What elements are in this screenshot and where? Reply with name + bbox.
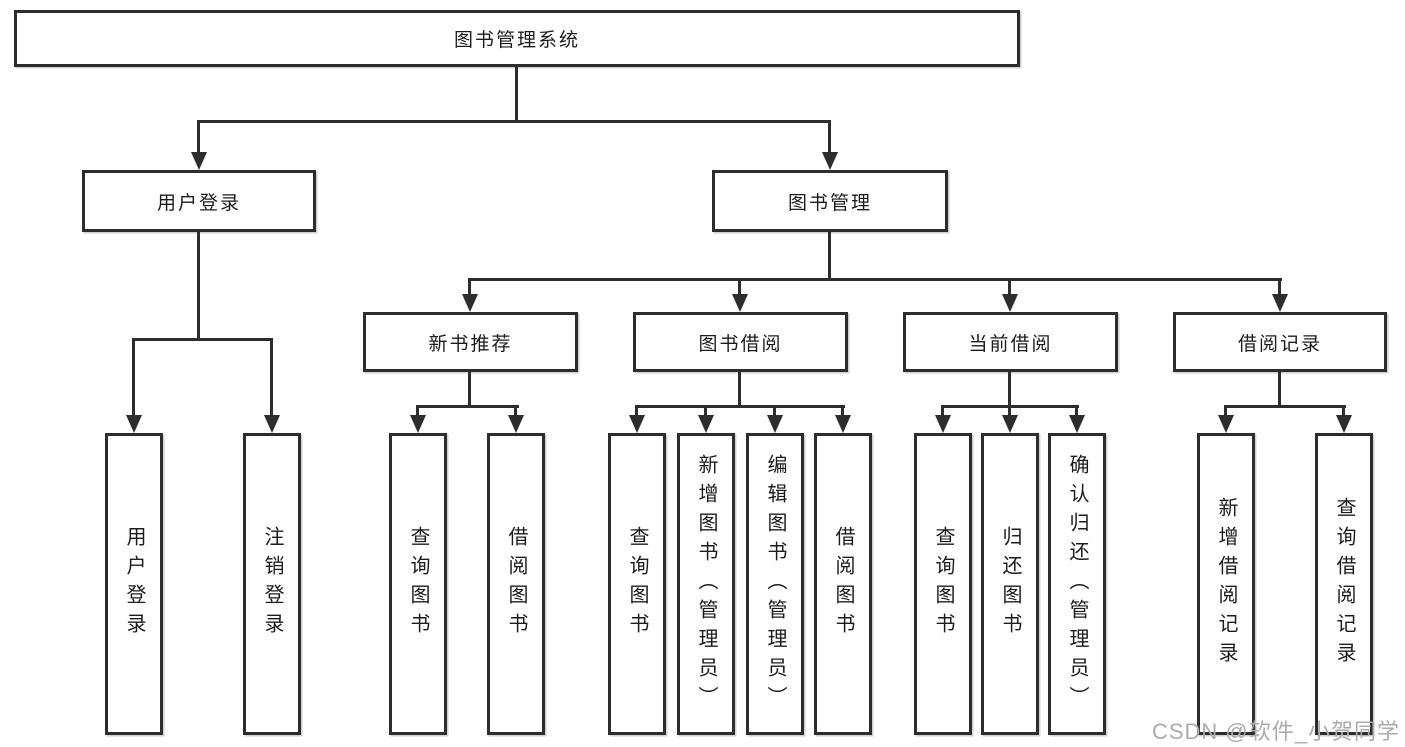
node-edit-book-admin: 编辑图书（管理员） (746, 433, 804, 735)
node-label: 借阅图书 (832, 526, 854, 642)
connector-line (468, 278, 471, 294)
connector-line (197, 232, 200, 338)
node-query-books-borrow: 查询图书 (608, 433, 666, 735)
arrow-down-icon (1002, 415, 1018, 433)
node-label: 查询图书 (932, 526, 954, 642)
connector-line (941, 405, 944, 417)
connector-line (841, 405, 844, 417)
connector-line (1008, 405, 1011, 417)
connector-line (416, 405, 519, 408)
node-library-management-system: 图书管理系统 (14, 10, 1020, 67)
node-label: 图书借阅 (698, 333, 783, 355)
node-user-login-leaf: 用户登录 (105, 433, 163, 735)
node-label: 查询图书 (407, 526, 429, 642)
node-label: 当前借阅 (968, 333, 1053, 355)
connector-line (1224, 405, 1227, 417)
node-book-management: 图书管理 (712, 170, 948, 232)
node-label: 注销登录 (261, 526, 283, 642)
arrow-down-icon (191, 152, 207, 170)
connector-line (270, 338, 273, 417)
connector-line (197, 120, 831, 123)
node-return-books: 归还图书 (981, 433, 1039, 735)
node-label: 查询借阅记录 (1333, 497, 1355, 671)
connector-line (514, 405, 517, 417)
node-borrow-books-recommend: 借阅图书 (487, 433, 545, 735)
arrow-down-icon (822, 152, 838, 170)
arrow-down-icon (126, 415, 142, 433)
connector-line (1008, 278, 1011, 294)
arrow-down-icon (1218, 415, 1234, 433)
node-label: 用户登录 (156, 192, 241, 214)
connector-line (828, 120, 831, 154)
arrow-down-icon (835, 415, 851, 433)
arrow-down-icon (1002, 294, 1018, 312)
connector-line (635, 405, 845, 408)
node-confirm-return-admin: 确认归还（管理员） (1048, 433, 1106, 735)
arrow-down-icon (1069, 415, 1085, 433)
node-label: 借阅图书 (505, 526, 527, 642)
node-query-borrow-record: 查询借阅记录 (1315, 433, 1373, 735)
arrow-down-icon (732, 294, 748, 312)
connector-line (1342, 405, 1345, 417)
node-borrow-books-leaf: 借阅图书 (814, 433, 872, 735)
node-logout: 注销登录 (243, 433, 301, 735)
node-current-borrow: 当前借阅 (903, 312, 1118, 372)
connector-line (515, 67, 518, 120)
connector-line (468, 278, 1282, 281)
node-label: 新增借阅记录 (1215, 497, 1237, 671)
node-query-books-recommend: 查询图书 (389, 433, 447, 735)
connector-line (468, 372, 471, 405)
connector-line (828, 232, 831, 278)
node-label: 新书推荐 (428, 333, 513, 355)
connector-line (704, 405, 707, 417)
node-new-book-recommend: 新书推荐 (363, 312, 578, 372)
arrow-down-icon (1336, 415, 1352, 433)
connector-line (1224, 405, 1346, 408)
arrow-down-icon (629, 415, 645, 433)
connector-line (132, 338, 135, 417)
arrow-down-icon (1272, 294, 1288, 312)
node-book-borrow: 图书借阅 (633, 312, 848, 372)
connector-line (1278, 278, 1281, 294)
connector-line (197, 120, 200, 154)
node-user-login: 用户登录 (82, 170, 316, 232)
arrow-down-icon (410, 415, 426, 433)
node-label: 用户登录 (123, 526, 145, 642)
connector-line (416, 405, 419, 417)
node-borrow-records: 借阅记录 (1173, 312, 1387, 372)
node-label: 借阅记录 (1237, 333, 1322, 355)
node-label: 编辑图书（管理员） (764, 453, 786, 715)
node-label: 归还图书 (999, 526, 1021, 642)
node-label: 图书管理 (787, 192, 872, 214)
connector-line (773, 405, 776, 417)
connector-line (738, 278, 741, 294)
arrow-down-icon (264, 415, 280, 433)
arrow-down-icon (935, 415, 951, 433)
node-label: 新增图书（管理员） (695, 453, 717, 715)
arrow-down-icon (508, 415, 524, 433)
node-query-books-current: 查询图书 (914, 433, 972, 735)
connector-line (738, 372, 741, 405)
connector-line (635, 405, 638, 417)
node-label: 图书管理系统 (453, 30, 580, 51)
node-add-book-admin: 新增图书（管理员） (677, 433, 735, 735)
connector-line (1075, 405, 1078, 417)
arrow-down-icon (698, 415, 714, 433)
arrow-down-icon (462, 294, 478, 312)
connector-line (132, 338, 273, 341)
node-add-borrow-record: 新增借阅记录 (1197, 433, 1255, 735)
connector-line (1278, 372, 1281, 405)
watermark: CSDN @软件_小贺同学 (1151, 719, 1400, 744)
connector-line (1008, 372, 1011, 405)
node-label: 查询图书 (626, 526, 648, 642)
arrow-down-icon (767, 415, 783, 433)
node-label: 确认归还（管理员） (1066, 453, 1088, 715)
